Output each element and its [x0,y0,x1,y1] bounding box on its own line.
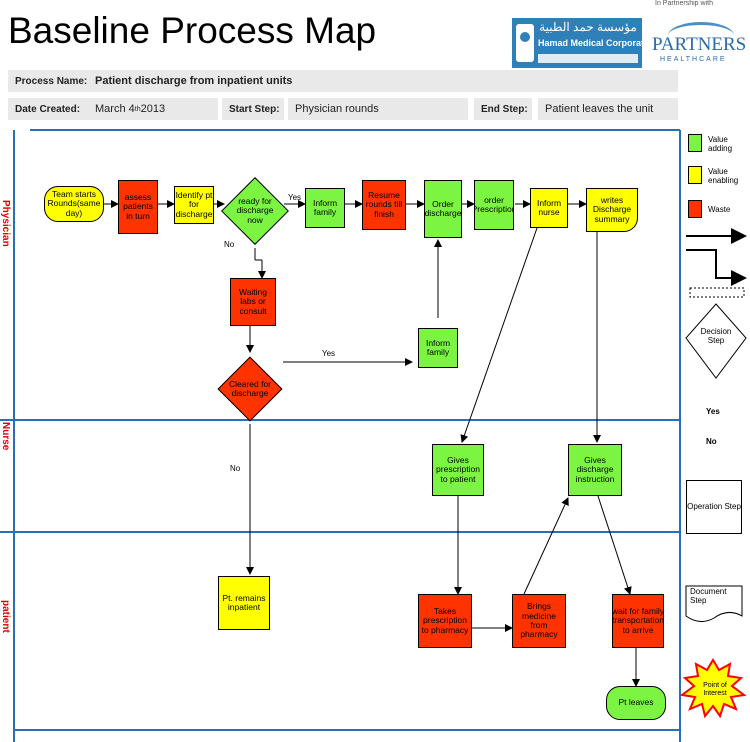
node-pt-leaves: Pt leaves [606,686,666,720]
edge-label-no-cleared: No [230,464,241,473]
legend-swatch-value-enabling [688,166,702,184]
end-step-label: End Step: [474,98,532,120]
node-assess-patients: assess patients in turn [118,180,158,234]
node-waiting-labs: Waiting labs or consult [230,278,276,326]
node-cleared-for-discharge: Cleared for discharge [217,352,283,426]
decision-text: Cleared for discharge [228,378,272,398]
edge-label-yes-ready: Yes [288,193,302,202]
hmc-arabic-name: مؤسسة حمد الطبية [539,20,637,34]
node-pt-remains: Pt. remains inpatient [218,576,270,630]
date-suffix: th [134,105,141,113]
hmc-logo: مؤسسة حمد الطبية Hamad Medical Corporati… [512,18,658,68]
legend-operation-step: Operation Step [686,480,742,534]
hmc-emblem-icon [516,24,534,62]
legend-value-adding: Value adding [708,135,733,153]
node-order-prescription: order Prescription [474,180,514,230]
date-created-label: Date Created: [8,98,88,120]
lane-label-physician: Physician [0,200,11,247]
partnership-tag: In Partnership with [655,0,713,7]
legend-waste: Waste [708,205,731,214]
hmc-english-name: Hamad Medical Corporation [538,38,658,48]
partners-subtitle: HEALTHCARE [660,56,727,63]
node-writes-summary: writes Discharge summary [586,188,638,232]
lane-label-nurse: Nurse [0,422,11,451]
edge-label-no-ready: No [224,240,235,249]
node-resume-rounds: Resume rounds till finish [362,180,406,230]
node-team-rounds: Team starts Rounds(same day) [44,186,104,222]
node-ready-for-discharge: ready for discharge now [221,172,289,250]
start-step-label: Start Step: [222,98,284,120]
node-brings-medicine: Brings medicine from pharmacy [512,594,566,648]
legend-swatch-waste [688,200,702,218]
legend-swatch-value-adding [688,134,702,152]
hmc-subtitle-strip [538,54,638,63]
date-month: March 4 [95,103,135,115]
legend-no: No [706,437,717,446]
decision-text: ready for discharge now [236,195,274,225]
node-inform-nurse: Inform nurse [530,188,568,228]
node-gives-prescription: Gives prescription to patient [432,444,484,496]
legend-value-enabling: Value enabling [708,167,739,185]
node-gives-instruction: Gives discharge instruction [568,444,622,496]
node-inform-family-1: Inform family [305,188,345,228]
page-title: Baseline Process Map [8,10,377,51]
edge-label-yes-cleared: Yes [322,349,336,358]
partners-arc-icon [668,22,734,49]
node-inform-family-2: Inform family [418,328,458,368]
legend-yes: Yes [706,407,720,416]
lane-label-patient: patient [0,600,11,633]
node-identify-pt: Identify pt for discharge [174,186,214,224]
node-wait-family: wait for family transportation to arrive [612,594,664,648]
legend-point-of-interest: Point of Interest [703,682,727,697]
date-year: 2013 [140,103,166,115]
partners-name: PARTNERS [652,34,747,55]
node-order-discharge: Order discharge [424,180,462,238]
end-step-value: Patient leaves the unit [538,98,678,120]
partners-logo: PARTNERS HEALTHCARE [648,18,748,68]
process-name-value: Patient discharge from inpatient units [88,70,678,92]
legend-decision-step: Decision Step [700,327,732,345]
process-name-label: Process Name: [8,70,88,92]
legend-document-step: Document Step [690,587,727,605]
start-step-value: Physician rounds [288,98,468,120]
node-takes-prescription: Takes prescription to pharmacy [418,594,472,648]
